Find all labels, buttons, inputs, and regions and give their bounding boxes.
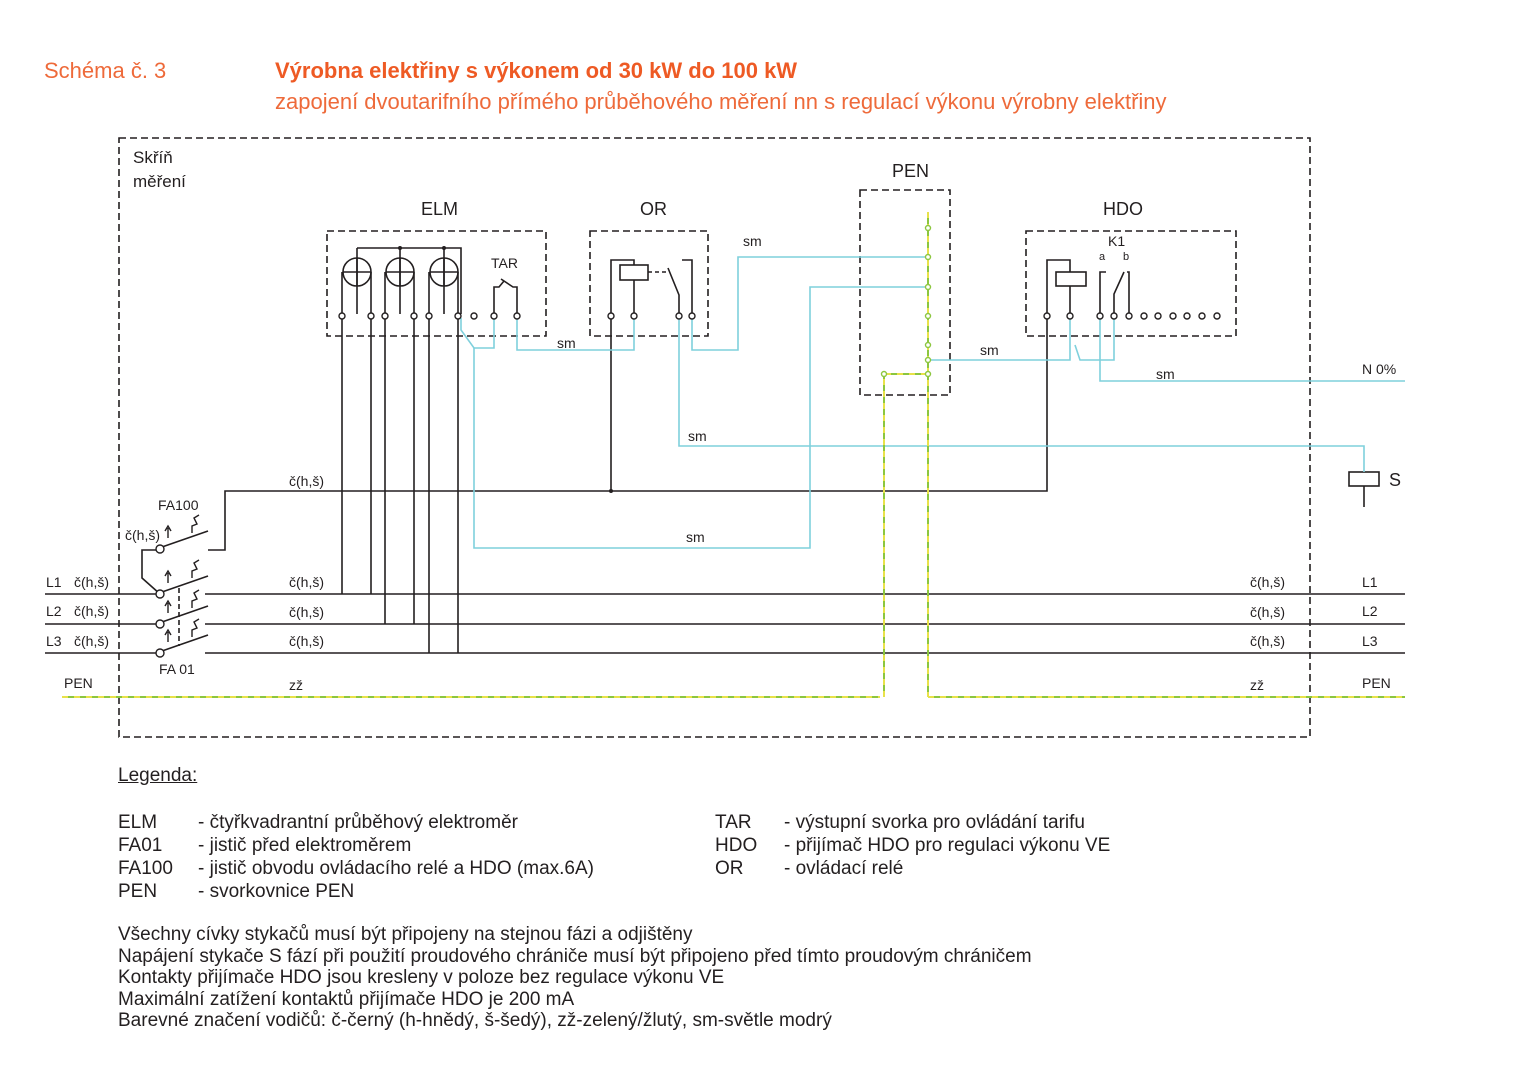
legend-desc: - výstupní svorka pro ovládání tarifu	[784, 812, 1085, 833]
legend-key: HDO	[715, 835, 758, 856]
page-title: Výrobna elektřiny s výkonem od 30 kW do …	[275, 58, 798, 83]
wire-label-sm: sm	[557, 335, 576, 351]
legend-item: TAR - výstupní svorka pro ovládání tarifu	[715, 811, 1110, 834]
notes: Všechny cívky stykačů musí být připojeny…	[118, 924, 1032, 1032]
wire-label-phase: č(h,š)	[289, 633, 324, 649]
or-box	[589, 230, 709, 337]
wire-label-pe: zž	[289, 677, 303, 693]
right-terminal-pen: PEN	[1362, 675, 1391, 691]
legend-item: FA100 - jistič obvodu ovládacího relé a H…	[118, 857, 594, 880]
pen-box	[859, 189, 951, 396]
legend-item: FA01 - jistič před elektroměrem	[118, 834, 594, 857]
wire-label-sm: sm	[743, 233, 762, 249]
wiring-diagram: Skříň měření ELM TAR OR PEN HDO K1 a b S…	[45, 137, 1405, 738]
note-line: Všechny cívky stykačů musí být připojeny…	[118, 924, 693, 945]
contact-b-label: b	[1123, 251, 1129, 263]
hdo-label: HDO	[1103, 199, 1143, 219]
right-terminal-l3: L3	[1362, 633, 1378, 649]
fa01-label: FA 01	[159, 661, 195, 677]
phase-lines	[45, 247, 1405, 654]
pen-terminals	[880, 224, 932, 378]
legend-desc: - svorkovnice PEN	[198, 881, 355, 902]
n-label: N 0%	[1362, 361, 1396, 377]
contactor-s-label: S	[1389, 470, 1401, 490]
fa100-label: FA100	[158, 497, 199, 513]
legend-key: PEN	[118, 881, 158, 902]
legend-desc: - přijímač HDO pro regulaci výkonu VE	[784, 835, 1111, 856]
legend-key: ELM	[118, 812, 158, 833]
elm-label: ELM	[421, 199, 458, 219]
note-line: Barevné značení vodičů: č-černý (h-hnědý…	[118, 1010, 832, 1031]
legend-title: Legenda:	[118, 765, 198, 786]
or-label: OR	[640, 199, 667, 219]
meter-elements	[342, 257, 459, 287]
legend-desc: - jistič obvodu ovládacího relé a HDO (m…	[198, 858, 594, 879]
note-line: Napájení stykače S fází při použití prou…	[118, 945, 1032, 967]
wire-label-pe: zž	[1250, 677, 1264, 693]
wire-label-phase: č(h,š)	[74, 603, 109, 619]
pen-label: PEN	[892, 161, 929, 181]
legend-desc: - ovládací relé	[784, 858, 904, 879]
legend-left: ELM - čtyřkvadrantní průběhový elektroměr…	[118, 811, 594, 903]
wire-label-phase: č(h,š)	[1250, 574, 1285, 590]
legend-desc: - čtyřkvadrantní průběhový elektroměr	[198, 812, 518, 833]
page-subtitle: zapojení dvoutarifního přímého průběhové…	[275, 89, 1167, 114]
note-line: Kontakty přijímače HDO jsou kresleny v p…	[118, 967, 725, 988]
wire-label-phase: č(h,š)	[289, 604, 324, 620]
right-terminal-l1: L1	[1362, 574, 1378, 590]
wire-label-phase: č(h,š)	[1250, 633, 1285, 649]
wire-label-phase: č(h,š)	[74, 633, 109, 649]
elm-box	[326, 230, 547, 337]
legend-item: PEN - svorkovnice PEN	[118, 880, 594, 903]
left-terminal-pen: PEN	[64, 675, 93, 691]
wire-label-phase: č(h,š)	[289, 574, 324, 590]
legend-key: FA100	[118, 858, 173, 879]
sm-wires	[460, 256, 1405, 549]
wire-label-phase: č(h,š)	[1250, 604, 1285, 620]
legend-item: HDO - přijímač HDO pro regulaci výkonu VE	[715, 834, 1110, 857]
wire-label-sm: sm	[688, 428, 707, 444]
tar-label: TAR	[491, 255, 518, 271]
legend-key: TAR	[715, 812, 752, 833]
legend-item: OR - ovládací relé	[715, 857, 1110, 880]
cabinet-label-line1: Skříň	[133, 148, 173, 167]
measurement-cabinet	[118, 137, 1311, 738]
left-terminal-l1: L1	[46, 574, 62, 590]
cabinet-label-line2: měření	[133, 172, 186, 191]
legend-item: ELM - čtyřkvadrantní průběhový elektroměr	[118, 811, 594, 834]
contact-a-label: a	[1099, 251, 1106, 263]
hdo-box	[1025, 230, 1237, 337]
wire-label-phase: č(h,š)	[289, 473, 324, 489]
note-line: Maximální zatížení kontaktů přijímače HD…	[118, 988, 575, 1010]
k1-label: K1	[1108, 233, 1125, 249]
legend-key: FA01	[118, 835, 163, 856]
wire-label-sm: sm	[1156, 366, 1175, 382]
left-terminal-l3: L3	[46, 633, 62, 649]
legend-desc: - jistič před elektroměrem	[198, 835, 412, 856]
wire-label-sm: sm	[980, 342, 999, 358]
terminals	[155, 312, 1221, 658]
schema-number: Schéma č. 3	[44, 58, 167, 83]
wire-label-phase: č(h,š)	[125, 527, 160, 543]
wire-label-phase: č(h,š)	[74, 574, 109, 590]
junction-dots	[398, 246, 613, 493]
breaker-symbols	[164, 514, 200, 642]
legend-right: TAR - výstupní svorka pro ovládání tarifu…	[715, 811, 1110, 880]
right-terminal-l2: L2	[1362, 603, 1378, 619]
left-terminal-l2: L2	[46, 603, 62, 619]
legend-key: OR	[715, 858, 744, 879]
wire-label-sm: sm	[686, 529, 705, 545]
